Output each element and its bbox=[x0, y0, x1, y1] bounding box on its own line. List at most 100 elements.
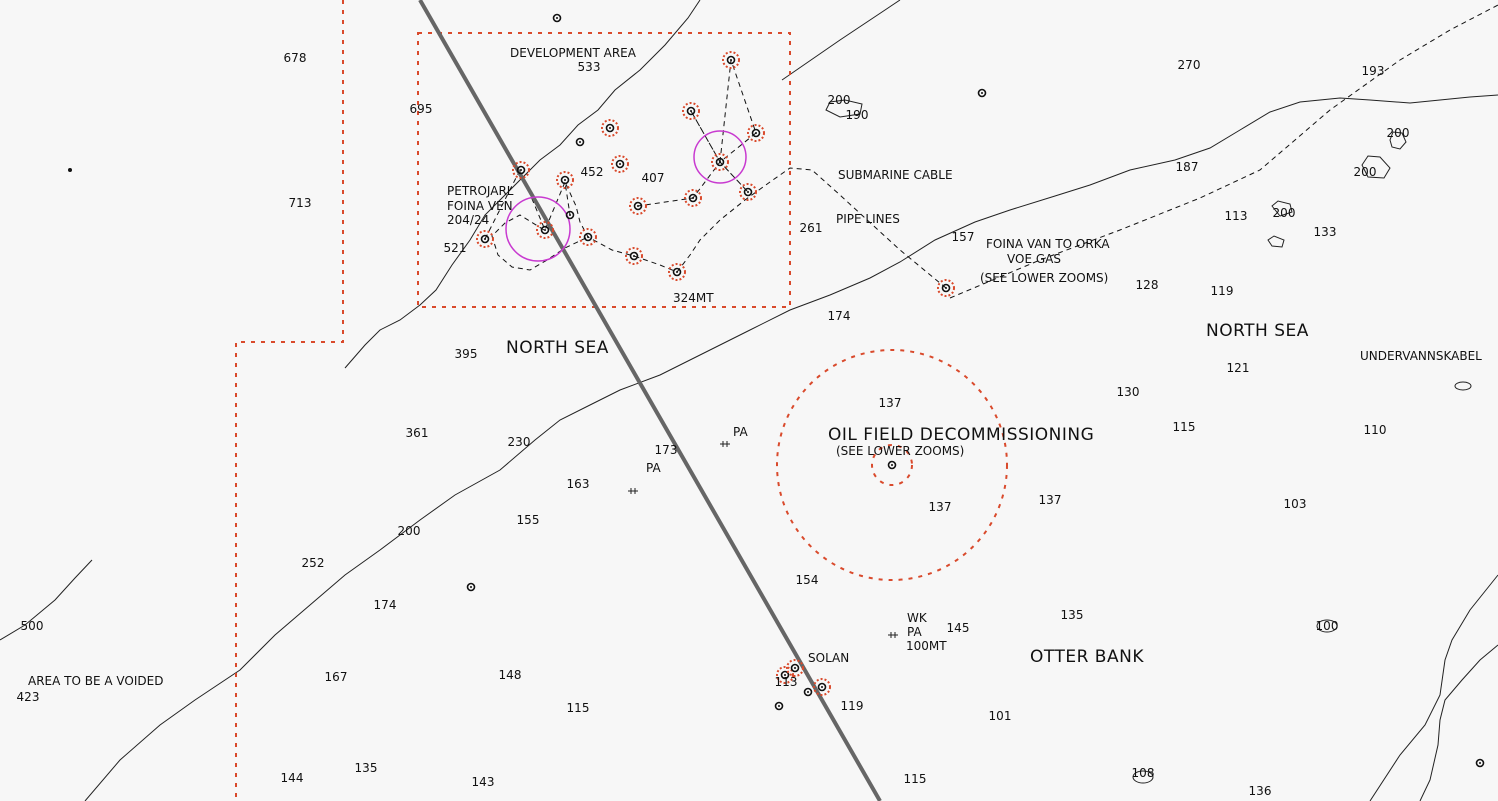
depth-sounding: 173 bbox=[655, 443, 678, 457]
label-depth-324mt: 324MT bbox=[673, 291, 714, 305]
well-icon bbox=[774, 701, 784, 711]
label-wk: WK bbox=[907, 611, 928, 625]
depth-sounding: 452 bbox=[581, 165, 604, 179]
traffic-route-line bbox=[418, 0, 882, 801]
depth-sounding: 133 bbox=[1314, 225, 1337, 239]
well-icon bbox=[711, 153, 729, 171]
gas-pipeline bbox=[949, 4, 1498, 299]
well-icon bbox=[556, 171, 574, 189]
depth-contour bbox=[1369, 574, 1498, 801]
depth-sounding: 119 bbox=[841, 699, 864, 713]
well-icon bbox=[977, 88, 987, 98]
depth-sounding: 261 bbox=[800, 221, 823, 235]
depth-sounding: 115 bbox=[567, 701, 590, 715]
depth-sounding: 200 bbox=[1273, 206, 1296, 220]
label-area-to-be-avoided: AREA TO BE A VOIDED bbox=[28, 674, 163, 688]
shoal-contour bbox=[1271, 200, 1293, 217]
submarine-cable bbox=[564, 167, 947, 289]
shoal-contour bbox=[1361, 155, 1391, 179]
depth-sounding: 190 bbox=[846, 108, 869, 122]
depth-sounding: 187 bbox=[1176, 160, 1199, 174]
shoal-contour bbox=[1454, 381, 1472, 391]
depth-sounding: 200 bbox=[828, 93, 851, 107]
decommissioning-zone-inner bbox=[871, 444, 913, 486]
depth-contour bbox=[0, 559, 93, 641]
well-icon bbox=[747, 124, 765, 142]
label-pa: PA bbox=[646, 461, 661, 475]
depth-sounding: 174 bbox=[374, 598, 397, 612]
depth-sounding: 136 bbox=[1249, 784, 1272, 798]
depth-sounding: 108 bbox=[1132, 766, 1155, 780]
label-development-area: DEVELOPMENT AREA bbox=[510, 46, 637, 60]
well-icon bbox=[601, 119, 619, 137]
depth-sounding: 200 bbox=[398, 524, 421, 538]
depth-sounding: 103 bbox=[1284, 497, 1307, 511]
well-icon bbox=[579, 228, 597, 246]
depth-sounding: 100 bbox=[1316, 619, 1339, 633]
depth-sounding: 110 bbox=[1364, 423, 1387, 437]
restricted-area-boundary bbox=[235, 0, 344, 801]
depth-sounding: 135 bbox=[1061, 608, 1084, 622]
depth-sounding: 119 bbox=[1211, 284, 1234, 298]
label-foinaven: FOINA VEN bbox=[447, 199, 513, 213]
depth-sounding: 154 bbox=[796, 573, 819, 587]
label-north-sea: NORTH SEA bbox=[1206, 321, 1309, 341]
depth-sounding: 270 bbox=[1178, 58, 1201, 72]
shoal-contour bbox=[1389, 131, 1407, 150]
shoal-contour bbox=[825, 99, 863, 118]
well-icon bbox=[611, 155, 629, 173]
well-icon bbox=[813, 678, 831, 696]
decommissioning-zone bbox=[776, 349, 1008, 581]
depth-contour bbox=[781, 0, 901, 81]
depth-sounding: 163 bbox=[567, 477, 590, 491]
shoal-contour bbox=[1267, 235, 1285, 248]
depth-sounding: 115 bbox=[904, 772, 927, 786]
depth-sounding: 361 bbox=[406, 426, 429, 440]
depth-sounding: 395 bbox=[455, 347, 478, 361]
depth-sounding: 678 bbox=[284, 51, 307, 65]
well-icon bbox=[476, 230, 494, 248]
wreck-icon bbox=[628, 441, 898, 638]
well-icon bbox=[887, 460, 897, 470]
depth-sounding: 115 bbox=[1173, 420, 1196, 434]
label-solan: SOLAN bbox=[808, 651, 849, 665]
label-pa: PA bbox=[733, 425, 748, 439]
pipeline bbox=[491, 214, 589, 271]
depth-sounding: 500 bbox=[21, 619, 44, 633]
depth-contour bbox=[344, 0, 701, 369]
well-icon bbox=[625, 247, 643, 265]
depth-sounding: 155 bbox=[517, 513, 540, 527]
label-pipe-lines: PIPE LINES bbox=[836, 212, 900, 226]
depth-sounding: 167 bbox=[325, 670, 348, 684]
well-icon bbox=[552, 13, 562, 23]
label-block: 204/24 bbox=[447, 213, 489, 227]
well-icon bbox=[739, 183, 757, 201]
well-icon bbox=[512, 161, 530, 179]
label-foinaven-gas-2: VOE GAS bbox=[1007, 252, 1061, 266]
depth-contour bbox=[1419, 644, 1498, 801]
depth-sounding: 101 bbox=[989, 709, 1012, 723]
depth-sounding: 135 bbox=[355, 761, 378, 775]
depth-sounding: 121 bbox=[1227, 361, 1250, 375]
well-icon bbox=[1475, 758, 1485, 768]
development-area-boundary bbox=[417, 32, 791, 308]
shoal-contour bbox=[1316, 619, 1338, 633]
depth-sounding: 113 bbox=[775, 675, 798, 689]
depth-contour bbox=[84, 94, 1498, 801]
well-icon bbox=[565, 210, 575, 220]
label-petrojarl: PETROJARL bbox=[447, 184, 514, 198]
depth-sounding: 144 bbox=[281, 771, 304, 785]
installation-zone bbox=[693, 130, 747, 184]
depth-sounding: 145 bbox=[947, 621, 970, 635]
well-icon bbox=[575, 137, 585, 147]
label-pa: PA bbox=[907, 625, 922, 639]
depth-sounding: 143 bbox=[472, 775, 495, 789]
label-see-lower-zooms: (SEE LOWER ZOOMS) bbox=[836, 444, 964, 458]
label-depth-100mt: 100MT bbox=[906, 639, 947, 653]
well-icon bbox=[803, 687, 813, 697]
well-icon bbox=[722, 51, 740, 69]
depth-sounding: 200 bbox=[1387, 126, 1410, 140]
label-undervannskabel: UNDERVANNSKABEL bbox=[1360, 349, 1482, 363]
depth-sounding: 193 bbox=[1362, 64, 1385, 78]
